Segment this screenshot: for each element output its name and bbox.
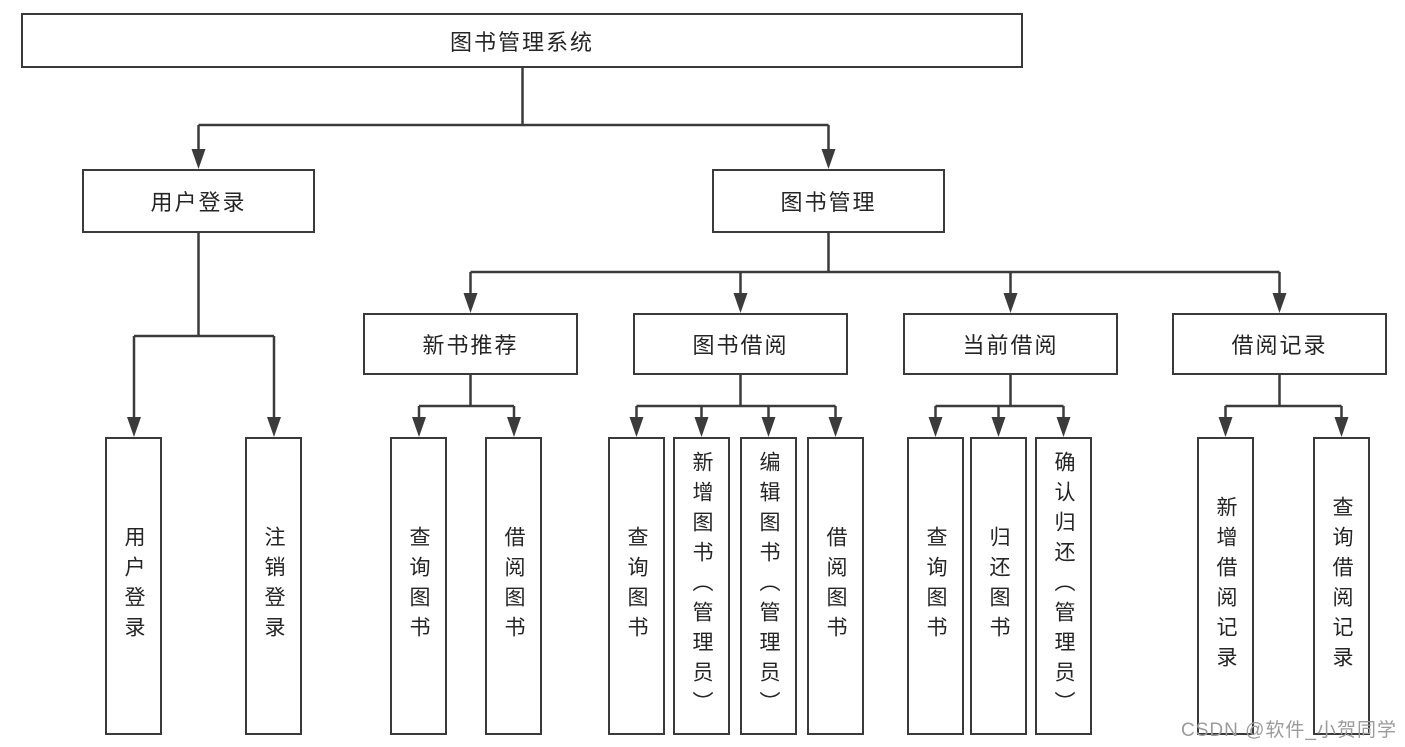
arrowhead-icon bbox=[267, 417, 281, 437]
node-label: 新增借阅记录 bbox=[1214, 496, 1237, 676]
arrowhead-icon bbox=[1334, 417, 1349, 437]
node-label: 借阅图书 bbox=[824, 526, 847, 646]
node-label: 当前借阅 bbox=[962, 333, 1059, 358]
node-leaf-user-login: 用户登录 bbox=[105, 437, 162, 735]
arrowhead-icon bbox=[733, 293, 748, 313]
arrowhead-icon bbox=[821, 149, 836, 169]
node-leaf-edit-books-admin: 编辑图书（管理员） bbox=[740, 437, 797, 735]
node-leaf-query-borrow-record: 查询借阅记录 bbox=[1313, 437, 1370, 735]
node-leaf-return-books: 归还图书 bbox=[970, 437, 1027, 735]
node-label: 借阅记录 bbox=[1231, 333, 1328, 358]
node-borrow-record: 借阅记录 bbox=[1172, 313, 1387, 375]
arrowhead-icon bbox=[1003, 293, 1018, 313]
node-label: 注销登录 bbox=[262, 526, 285, 646]
node-leaf-add-books-admin: 新增图书（管理员） bbox=[673, 437, 730, 735]
arrowhead-icon bbox=[463, 293, 478, 313]
node-label: 归还图书 bbox=[987, 526, 1010, 646]
node-label: 查询图书 bbox=[625, 526, 648, 646]
node-label: 用户登录 bbox=[150, 190, 247, 215]
node-new-book-recommend: 新书推荐 bbox=[363, 313, 578, 375]
node-current-borrow: 当前借阅 bbox=[903, 313, 1118, 375]
arrowhead-icon bbox=[507, 417, 521, 437]
node-leaf-query-books-current: 查询图书 bbox=[907, 437, 964, 735]
node-leaf-query-books-recommend: 查询图书 bbox=[390, 437, 447, 735]
node-label: 图书管理系统 bbox=[449, 29, 594, 55]
node-leaf-borrow-books-recommend: 借阅图书 bbox=[485, 437, 542, 735]
node-library-management-system: 图书管理系统 bbox=[21, 13, 1023, 68]
node-leaf-add-borrow-record: 新增借阅记录 bbox=[1197, 437, 1254, 735]
node-leaf-query-books-borrow: 查询图书 bbox=[608, 437, 665, 735]
node-label: 查询借阅记录 bbox=[1330, 496, 1353, 676]
node-label: 新书推荐 bbox=[422, 333, 519, 358]
node-leaf-logout: 注销登录 bbox=[245, 437, 302, 735]
arrowhead-icon bbox=[127, 417, 141, 437]
node-leaf-confirm-return-admin: 确认归还（管理员） bbox=[1035, 437, 1092, 735]
node-label: 确认归还（管理员） bbox=[1052, 451, 1075, 721]
node-label: 图书管理 bbox=[780, 190, 877, 215]
arrowhead-icon bbox=[629, 417, 644, 437]
node-label: 查询图书 bbox=[407, 526, 430, 646]
arrowhead-icon bbox=[694, 417, 709, 437]
arrowhead-icon bbox=[412, 417, 426, 437]
node-book-management: 图书管理 bbox=[712, 169, 945, 233]
node-user-login: 用户登录 bbox=[82, 169, 315, 233]
arrowhead-icon bbox=[761, 417, 776, 437]
arrowhead-icon bbox=[191, 149, 206, 169]
node-book-borrow: 图书借阅 bbox=[633, 313, 848, 375]
node-label: 借阅图书 bbox=[502, 526, 525, 646]
node-label: 新增图书（管理员） bbox=[690, 451, 713, 721]
node-label: 查询图书 bbox=[924, 526, 947, 646]
arrowhead-icon bbox=[991, 417, 1006, 437]
node-label: 图书借阅 bbox=[692, 333, 789, 358]
watermark: CSDN @软件_小贺同学 bbox=[1181, 720, 1397, 741]
arrowhead-icon bbox=[928, 417, 943, 437]
arrowhead-icon bbox=[1056, 417, 1071, 437]
node-leaf-borrow-books: 借阅图书 bbox=[807, 437, 864, 735]
node-label: 用户登录 bbox=[122, 526, 145, 646]
arrowhead-icon bbox=[828, 417, 843, 437]
arrowhead-icon bbox=[1218, 417, 1233, 437]
node-label: 编辑图书（管理员） bbox=[757, 451, 780, 721]
arrowhead-icon bbox=[1272, 293, 1287, 313]
